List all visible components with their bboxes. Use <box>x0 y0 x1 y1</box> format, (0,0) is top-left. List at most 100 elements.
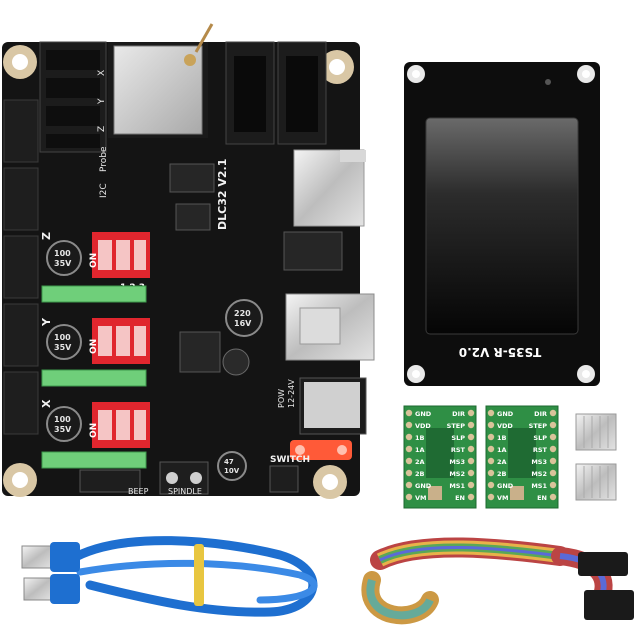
driver-pin-label: 2A <box>415 458 425 466</box>
driver-pin <box>549 469 557 477</box>
driver-pin-label: MS3 <box>449 458 465 466</box>
board-model-label: DLC32 V2.1 <box>216 159 229 230</box>
voltage-label: 12-24V <box>287 379 296 408</box>
terminal-strips <box>41 285 147 469</box>
idc-connector <box>578 552 628 576</box>
driver-pin <box>549 421 557 429</box>
i2c-label: I2C <box>99 183 109 198</box>
display-mounting-hole <box>407 65 425 83</box>
stepper-driver-2: GNDVDD1B1A2A2BGNDVMDIRSTEPSLPRSTMS3MS2MS… <box>485 405 559 509</box>
driver-pin <box>487 445 495 453</box>
mounting-hole <box>3 463 37 497</box>
fuse <box>290 440 352 460</box>
mounting-hole <box>3 45 37 79</box>
driver-pin <box>467 421 475 429</box>
driver-pin <box>549 457 557 465</box>
driver-pin <box>487 409 495 417</box>
sd-card-slot <box>293 149 366 227</box>
driver-pin-label: GND <box>415 410 432 418</box>
dip-switch-z: ON 1 2 3 <box>89 232 150 293</box>
driver-pin-label: VDD <box>497 422 513 430</box>
svg-text:35V: 35V <box>54 343 72 352</box>
svg-text:100: 100 <box>54 333 71 342</box>
driver-pin-label: STEP <box>447 422 466 430</box>
stepper-driver-1: GNDVDD1B1A2A2BGNDVMDIRSTEPSLPRSTMS3MS2MS… <box>403 405 477 509</box>
display-mounting-hole <box>577 65 595 83</box>
usb-b-port <box>285 293 375 361</box>
driver-pin-label: RST <box>533 446 548 454</box>
driver-pin-label: GND <box>497 410 514 418</box>
driver-pin-label: MS1 <box>531 482 547 490</box>
driver-pin <box>549 433 557 441</box>
capacitor-x: 100 35V <box>46 406 82 442</box>
esp32-module <box>108 23 214 138</box>
left-x-label: X <box>40 399 53 408</box>
driver-pin <box>405 481 413 489</box>
svg-text:35V: 35V <box>54 425 72 434</box>
driver-pin <box>487 421 495 429</box>
mounting-hole <box>320 50 354 84</box>
driver-pin <box>467 409 475 417</box>
driver-pin-label: SLP <box>451 434 465 442</box>
driver-pin <box>549 445 557 453</box>
dip-switch-x: ON 1 2 3 <box>89 402 150 463</box>
driver-pin <box>405 445 413 453</box>
driver-pin-label: DIR <box>452 410 465 418</box>
driver-pin-label: RST <box>451 446 466 454</box>
svg-text:100: 100 <box>54 415 71 424</box>
usb-a-plug <box>21 542 80 572</box>
driver-pin-label: MS3 <box>531 458 547 466</box>
driver-pin-label: MS2 <box>531 470 547 478</box>
display-model-label: TS35-R V2.0 <box>459 345 541 359</box>
driver-pin-label: GND <box>415 482 432 490</box>
driver-pin-label: 1A <box>497 446 507 454</box>
spindle-label: SPINDLE <box>168 487 202 496</box>
driver-pin <box>467 469 475 477</box>
controller-board: ON 1 2 3 ON 1 2 3 ON 1 2 3 1 <box>2 23 375 499</box>
driver-pin-label: EN <box>537 494 547 502</box>
left-y-label: Y <box>40 317 53 327</box>
driver-pin <box>487 433 495 441</box>
ribbon-cable <box>361 537 634 625</box>
capacitor-y: 100 35V <box>46 324 82 360</box>
svg-text:ON: ON <box>89 423 99 438</box>
driver-pin <box>487 481 495 489</box>
driver-pin-label: 2A <box>497 458 507 466</box>
driver-pin <box>467 445 475 453</box>
driver-pin <box>405 409 413 417</box>
heatsink <box>575 413 617 451</box>
svg-text:ON: ON <box>89 339 99 354</box>
z-header-label: Z <box>97 126 107 132</box>
usb-cable <box>21 536 318 617</box>
chips <box>169 163 343 373</box>
svg-text:47: 47 <box>224 458 234 466</box>
bottom-connectors <box>79 461 299 495</box>
driver-pin <box>405 493 413 501</box>
driver-pin <box>549 481 557 489</box>
mounting-hole <box>313 465 347 499</box>
driver-pin <box>405 457 413 465</box>
heatsink <box>575 463 617 501</box>
driver-pin-label: MS2 <box>449 470 465 478</box>
driver-pin-label: EN <box>455 494 465 502</box>
driver-pin <box>487 493 495 501</box>
y-header-label: Y <box>97 98 107 105</box>
beep-label: BEEP <box>128 487 149 496</box>
driver-pin <box>467 433 475 441</box>
capacitor-large: 220 16V <box>225 299 263 337</box>
svg-text:220: 220 <box>234 309 251 318</box>
driver-pin <box>549 409 557 417</box>
driver-pin-label: VM <box>415 494 427 502</box>
driver-pin-label: 2B <box>415 470 425 478</box>
driver-pin-label: GND <box>497 482 514 490</box>
display-screen <box>425 117 579 335</box>
driver-pin-label: 1B <box>497 434 507 442</box>
driver-pin-label: DIR <box>534 410 547 418</box>
capacitor-z: 100 35V <box>46 240 82 276</box>
driver-pin-label: VM <box>497 494 509 502</box>
driver-pin <box>487 457 495 465</box>
svg-text:ON: ON <box>89 253 99 268</box>
driver-pin-label: SLP <box>533 434 547 442</box>
driver-pin-label: MS1 <box>449 482 465 490</box>
